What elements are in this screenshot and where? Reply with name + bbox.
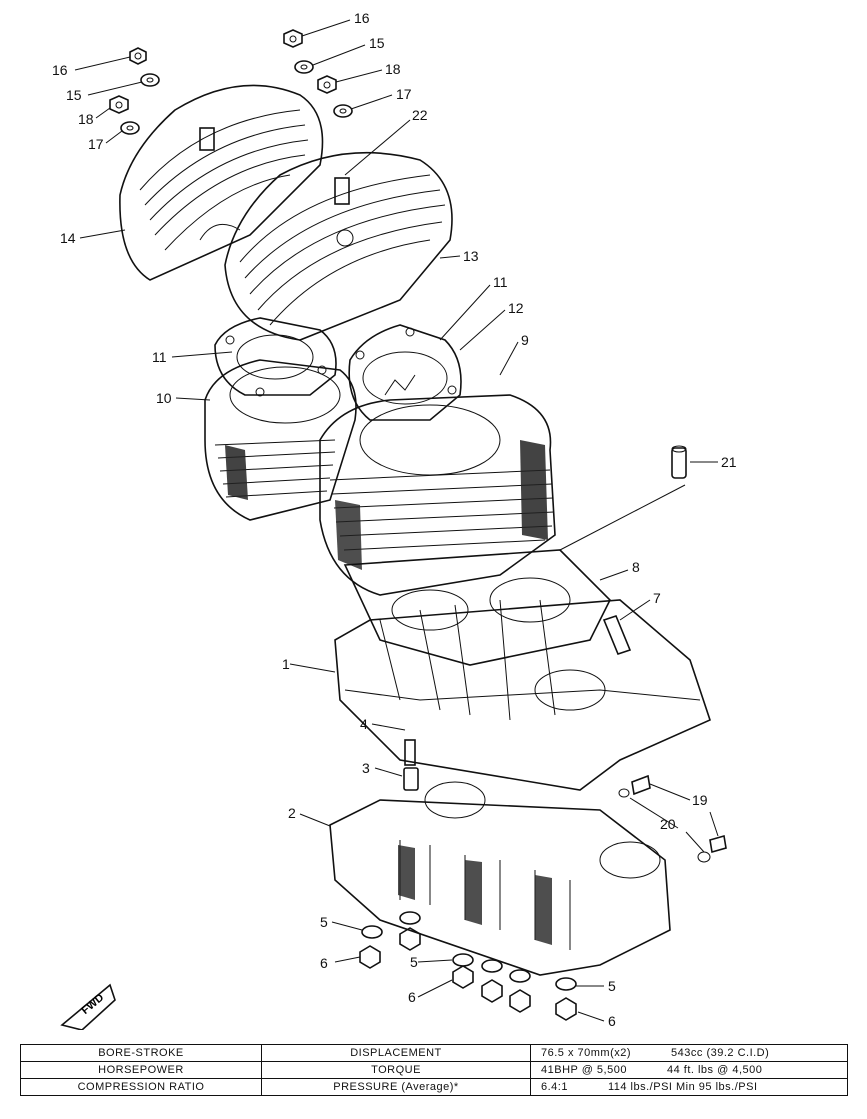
spec-label: HORSEPOWER [20, 1061, 262, 1079]
spec-value-a: 6.4:1 [541, 1081, 568, 1093]
callout-15-left: 15 [66, 87, 82, 103]
spec-value-a: 76.5 x 70mm(x2) [541, 1047, 632, 1059]
spec-param: DISPLACEMENT [261, 1044, 531, 1062]
callout-5-a: 5 [320, 914, 328, 930]
cylinder-head-rear [119, 84, 324, 281]
spec-row: HORSEPOWER TORQUE 41BHP @ 5,500 44 ft. lb… [20, 1061, 848, 1079]
cylinder-rear [204, 359, 357, 521]
spec-row: COMPRESSION RATIO PRESSURE (Average)* 6.… [20, 1078, 848, 1096]
exploded-engine-diagram: FWD 16 [52, 10, 737, 1030]
callout-12: 12 [508, 300, 524, 316]
callout-18-right: 18 [385, 61, 401, 77]
callout-6-a: 6 [320, 955, 328, 971]
dowel-pin [671, 445, 687, 479]
callout-15-right: 15 [369, 35, 385, 51]
callout-1: 1 [282, 656, 290, 672]
upper-crankcase [334, 599, 711, 791]
callout-17-left: 17 [88, 136, 104, 152]
spec-values: 41BHP @ 5,500 44 ft. lbs @ 4,500 [530, 1061, 848, 1079]
callout-8: 8 [632, 559, 640, 575]
fwd-direction-badge: FWD [60, 983, 116, 1030]
callout-13: 13 [463, 248, 479, 264]
spec-param: PRESSURE (Average)* [261, 1078, 531, 1096]
callout-22: 22 [412, 107, 428, 123]
spec-label: BORE-STROKE [20, 1044, 262, 1062]
callout-19: 19 [692, 792, 708, 808]
spec-values: 76.5 x 70mm(x2) 543cc (39.2 C.I.D) [530, 1044, 848, 1062]
callout-16-right: 16 [354, 10, 370, 26]
callout-7: 7 [653, 590, 661, 606]
callout-3: 3 [362, 760, 370, 776]
callout-4: 4 [360, 716, 368, 732]
callout-21: 21 [721, 454, 737, 470]
spec-values: 6.4:1 114 lbs./PSI Min 95 lbs./PSI [530, 1078, 848, 1096]
cylinder-front [319, 394, 556, 596]
base-gasket [343, 549, 611, 666]
stud-bolt [602, 615, 632, 655]
callout-11-left: 11 [152, 349, 167, 365]
spec-row: BORE-STROKE DISPLACEMENT 76.5 x 70mm(x2)… [20, 1044, 848, 1062]
callout-10: 10 [156, 390, 172, 406]
callout-6-c: 6 [608, 1013, 616, 1029]
lower-crankcase [329, 781, 671, 976]
fwd-label: FWD [79, 992, 106, 1017]
spec-value-a: 41BHP @ 5,500 [541, 1064, 627, 1076]
callout-20: 20 [660, 816, 676, 832]
spec-value-b: 114 lbs./PSI Min 95 lbs./PSI [607, 1081, 758, 1093]
spec-label: COMPRESSION RATIO [20, 1078, 262, 1096]
cylinder-head-front [224, 151, 453, 341]
spec-value-b: 44 ft. lbs @ 4,500 [666, 1064, 763, 1076]
callout-numbers: 16 15 18 17 16 15 18 17 22 14 13 11 12 1… [52, 10, 737, 1029]
callout-17-right: 17 [396, 86, 412, 102]
head-nuts-and-washers [109, 29, 353, 135]
bottom-nuts-and-washers [359, 911, 577, 1021]
callout-2: 2 [288, 805, 296, 821]
crankcase-bolts [403, 767, 727, 863]
callout-6-b: 6 [408, 989, 416, 1005]
leader-lines [74, 19, 719, 1022]
callout-5-b: 5 [410, 954, 418, 970]
spec-param: TORQUE [261, 1061, 531, 1079]
engine-spec-table: BORE-STROKE DISPLACEMENT 76.5 x 70mm(x2)… [20, 1044, 848, 1096]
callout-18-left: 18 [78, 111, 94, 127]
callout-11-right: 11 [493, 274, 508, 290]
callout-16-left: 16 [52, 62, 68, 78]
callout-9: 9 [521, 332, 529, 348]
callout-14: 14 [60, 230, 76, 246]
callout-5-c: 5 [608, 978, 616, 994]
spec-value-b: 543cc (39.2 C.I.D) [671, 1047, 770, 1059]
